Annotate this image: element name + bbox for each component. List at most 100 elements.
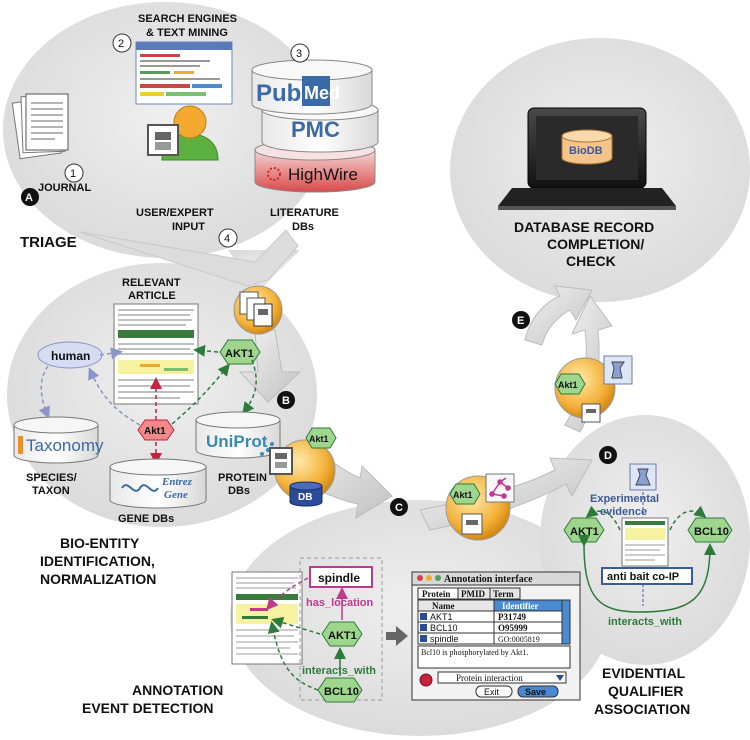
- has-location-label: has_location: [306, 597, 374, 609]
- step-e-marker: [512, 311, 530, 329]
- tab-protein-label: Protein: [422, 589, 450, 599]
- num-2: 2: [118, 38, 124, 50]
- step-e-label: E: [517, 315, 524, 327]
- bcl10-annotation-label: BCL10: [324, 686, 359, 698]
- stop-hand-icon: [419, 673, 433, 687]
- protein-label-1: PROTEIN: [218, 472, 267, 484]
- save-button[interactable]: Save: [517, 685, 559, 698]
- pubmed-label-med: Med: [304, 83, 340, 103]
- note-textarea[interactable]: [417, 645, 571, 669]
- row-id: P31749: [498, 612, 526, 622]
- anti-bait-box: [601, 567, 693, 585]
- exit-button[interactable]: Exit: [475, 685, 513, 698]
- row-checkbox[interactable]: [420, 635, 427, 642]
- literature-label-2: DBs: [292, 221, 314, 233]
- relevant-article-label-1: RELEVANT: [122, 277, 181, 289]
- journal-icon: [11, 93, 69, 160]
- highwire-label: HighWire: [288, 165, 358, 184]
- arrow-to-interface-icon: [386, 626, 408, 646]
- bioentity-title-3: NORMALIZATION: [40, 571, 156, 587]
- user-input-label-1: USER/EXPERT: [136, 207, 214, 219]
- row-checkbox[interactable]: [420, 624, 427, 631]
- experimental-label-1: Experimental: [590, 493, 659, 505]
- entrez-label-1: Entrez: [161, 476, 193, 488]
- evidential-title-2: QUALIFIER: [608, 683, 683, 699]
- akt1-lowercase-label: Akt1: [144, 426, 166, 437]
- step-d-marker: [599, 446, 617, 464]
- database-title-3: CHECK: [566, 253, 616, 269]
- user-input-label-2: INPUT: [172, 221, 205, 233]
- akt1-evidential-label: AKT1: [570, 526, 599, 538]
- akt1-lowercase-node: [137, 419, 175, 441]
- spindle-label: spindle: [318, 571, 360, 585]
- step-c-marker: [390, 498, 408, 516]
- database-title-2: COMPLETION/: [547, 236, 644, 252]
- annotation-links: [266, 577, 348, 691]
- taxonomy-cylinder: [13, 416, 99, 464]
- tab-term[interactable]: Term: [489, 587, 521, 600]
- num-4: 4: [224, 233, 230, 245]
- database-title-1: DATABASE RECORD: [514, 219, 654, 235]
- pubmed-med-box: [302, 76, 330, 106]
- akt1-annotation-node: [321, 621, 363, 647]
- search-screenshot: [135, 41, 233, 105]
- uniprot-label: UniProt: [206, 432, 268, 451]
- step-d-label: D: [604, 450, 612, 462]
- literature-label-1: LITERATURE: [270, 207, 339, 219]
- bioentity-title-1: BIO-ENTITY: [60, 535, 140, 551]
- step-b-marker: [277, 391, 295, 409]
- biodb-cylinder-icon: [561, 129, 613, 165]
- save-button-label: Save: [525, 687, 546, 697]
- gene-dbs-label: GENE DBs: [118, 513, 174, 525]
- dropdown-value: Protein interaction: [456, 673, 523, 683]
- akt1-step-b-label: Akt1: [309, 434, 329, 444]
- protein-label-2: DBs: [228, 485, 250, 497]
- tab-protein[interactable]: Protein: [417, 587, 459, 600]
- step-b-label: B: [282, 395, 290, 407]
- pmc-label: PMC: [291, 117, 340, 142]
- row-checkbox[interactable]: [420, 613, 427, 620]
- bioentity-title-2: IDENTIFICATION,: [40, 553, 155, 569]
- triage-title: TRIAGE: [20, 234, 77, 251]
- taxonomy-logo-icon: [18, 436, 23, 454]
- bioentity-links: [38, 344, 257, 465]
- tab-term-label: Term: [493, 589, 514, 599]
- table-row[interactable]: spindle GO:0005819: [420, 634, 540, 644]
- bcl10-evidential-label: BCL10: [694, 526, 729, 538]
- evidential-title-3: ASSOCIATION: [594, 701, 690, 717]
- row-name: spindle: [430, 634, 459, 644]
- entrez-label-2: Gene: [164, 489, 188, 501]
- interacts-with-evidential-label: interacts_with: [608, 616, 682, 628]
- row-name: BCL10: [430, 623, 458, 633]
- akt1-node-step-d: [554, 373, 586, 395]
- journal-label: JOURNAL: [38, 182, 91, 194]
- col-identifier-header: Identifier: [502, 601, 539, 611]
- akt1-node-step-c: [449, 483, 481, 505]
- species-label-1: SPECIES/: [26, 472, 77, 484]
- akt1-node-step-b: [305, 427, 337, 449]
- entrez-gene-cylinder: [109, 458, 207, 509]
- interaction-type-dropdown[interactable]: [437, 671, 567, 684]
- user-expert-icon: [147, 105, 219, 161]
- table-row[interactable]: BCL10 O95999: [420, 623, 528, 633]
- species-label-2: TAXON: [32, 485, 70, 497]
- annotation-article-thumbnail: [231, 571, 303, 665]
- dna-icon: [121, 484, 159, 492]
- akt1-uppercase-label: AKT1: [225, 348, 254, 360]
- window-title: Annotation interface: [444, 574, 533, 585]
- tab-pmid[interactable]: PMID: [457, 587, 491, 600]
- flask-icon: [629, 463, 657, 491]
- num-3: 3: [296, 48, 302, 60]
- human-label: human: [51, 349, 90, 363]
- tab-pmid-label: PMID: [461, 589, 485, 599]
- annotation-title-1: ANNOTATION: [132, 682, 223, 698]
- note-text: Bcl10 is phosphorylated by Akt1.: [421, 648, 528, 657]
- table-row[interactable]: AKT1 P31749: [420, 612, 526, 622]
- chevron-down-icon: [556, 675, 564, 681]
- hub-triage: [233, 285, 283, 335]
- uniprot-cylinder: [195, 411, 281, 459]
- evidential-title-1: EVIDENTIAL: [602, 665, 686, 681]
- step-a-marker: [21, 188, 39, 206]
- row-name: AKT1: [430, 612, 453, 622]
